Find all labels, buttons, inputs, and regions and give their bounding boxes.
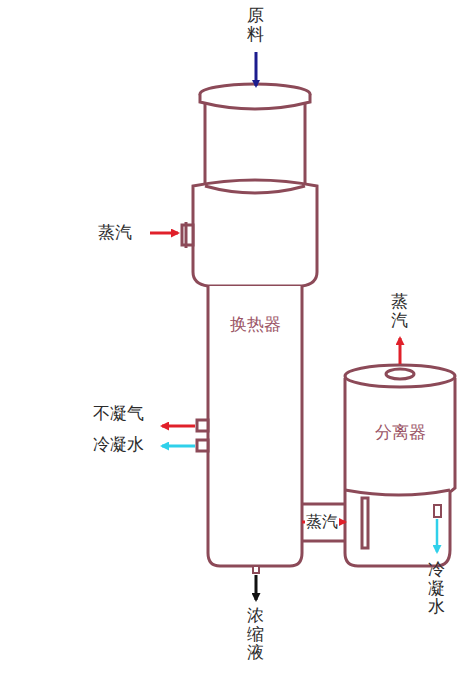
heat-exchanger: 换热器	[208, 286, 302, 566]
feed-label: 原料	[247, 6, 264, 43]
water-arrow	[162, 445, 195, 448]
vessel-outline	[182, 84, 455, 573]
vapour-outlet-label: 蒸汽	[391, 292, 408, 329]
concentrate-label: 浓缩液	[247, 606, 264, 662]
pipe-wall	[302, 503, 345, 506]
separator-top	[345, 365, 455, 387]
product-arrow	[255, 575, 258, 600]
condensate-arrow	[436, 519, 439, 552]
feed-arrow	[255, 52, 258, 86]
node-title: 换热器	[230, 314, 281, 334]
gas-arrow	[162, 425, 195, 428]
noncondensable-label: 不凝气	[93, 403, 144, 423]
pipe-label: 蒸汽	[305, 512, 339, 531]
condensate-nozzle	[434, 505, 441, 517]
steam-chest	[193, 180, 317, 286]
steam-flange	[185, 222, 188, 248]
exchanger-body	[208, 286, 302, 566]
separator-vent	[386, 369, 414, 379]
pipe-wall	[302, 540, 345, 543]
condensate-outlet-label: 冷凝水	[428, 560, 445, 616]
steam-inlet-label: 蒸汽	[98, 222, 132, 242]
separator-seam	[345, 490, 450, 495]
separator: 分离器	[345, 380, 455, 566]
steam-chest-seam	[205, 186, 305, 193]
water-nozzle	[197, 440, 208, 451]
top-flange	[200, 94, 310, 109]
separator-body	[345, 378, 455, 566]
node-title: 分离器	[375, 422, 426, 442]
bottom-nozzle	[253, 566, 259, 573]
condensate-label: 冷凝水	[93, 434, 144, 454]
vapour-arrow	[399, 338, 402, 364]
steam-arrow	[150, 232, 178, 235]
gas-nozzle	[197, 420, 208, 431]
pipe-flange	[362, 498, 368, 548]
